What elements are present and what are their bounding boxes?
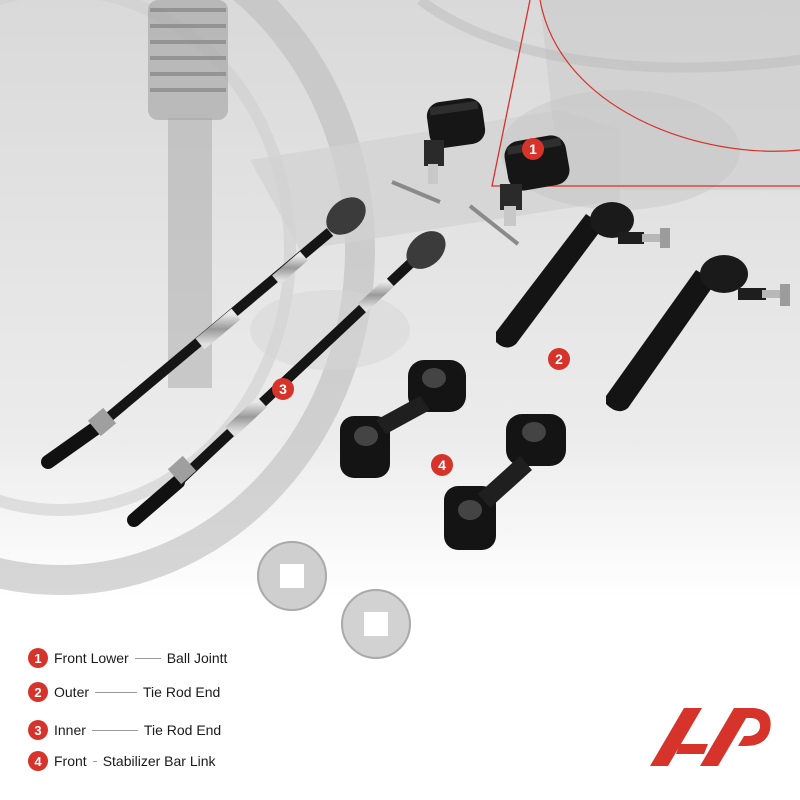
stabilizer-link-left [340,360,466,478]
legend-item-ball-joint: 1 Front Lower Ball Jointt [28,646,227,670]
legend-item-inner-tie-rod: 3 Inner Tie Rod End [28,718,221,742]
legend-right-label: Tie Rod End [143,722,222,738]
legend-item-stabilizer-link: 4 Front Stabilizer Bar Link [28,749,216,773]
ball-joint-right [468,135,570,246]
a-premium-logo-icon [650,708,771,766]
stabilizer-link-right [444,414,566,550]
legend-number: 2 [28,682,48,702]
outer-tie-rod-end-right [606,255,790,412]
legend-right-label: Ball Jointt [166,650,228,666]
inner-tie-rod-left [41,197,366,469]
legend-right-label: Stabilizer Bar Link [102,753,216,769]
legend-right-label: Tie Rod End [143,684,221,700]
legend-left-label: Front Lower [54,650,129,666]
ball-joint-left [391,98,486,204]
outer-tie-rod-end-left [496,202,670,348]
callout-3-badge: 3 [272,378,294,400]
legend-left-label: Outer [54,684,90,700]
legend-number: 1 [28,648,48,668]
legend-left-label: Inner [54,722,86,738]
legend-left-label: Front [54,753,87,769]
callout-1-badge: 1 [522,138,544,160]
legend-number: 3 [28,720,48,740]
callout-4-badge: 4 [431,454,453,476]
highlight-arc [539,0,800,152]
lock-washer-left [257,541,327,611]
callout-2-badge: 2 [548,348,570,370]
legend-number: 4 [28,751,48,771]
highlight-frame [491,0,800,187]
lock-washer-right [341,589,411,659]
legend-item-outer-tie-rod: 2 Outer Tie Rod End [28,680,220,704]
inner-tie-rod-right [127,231,446,527]
